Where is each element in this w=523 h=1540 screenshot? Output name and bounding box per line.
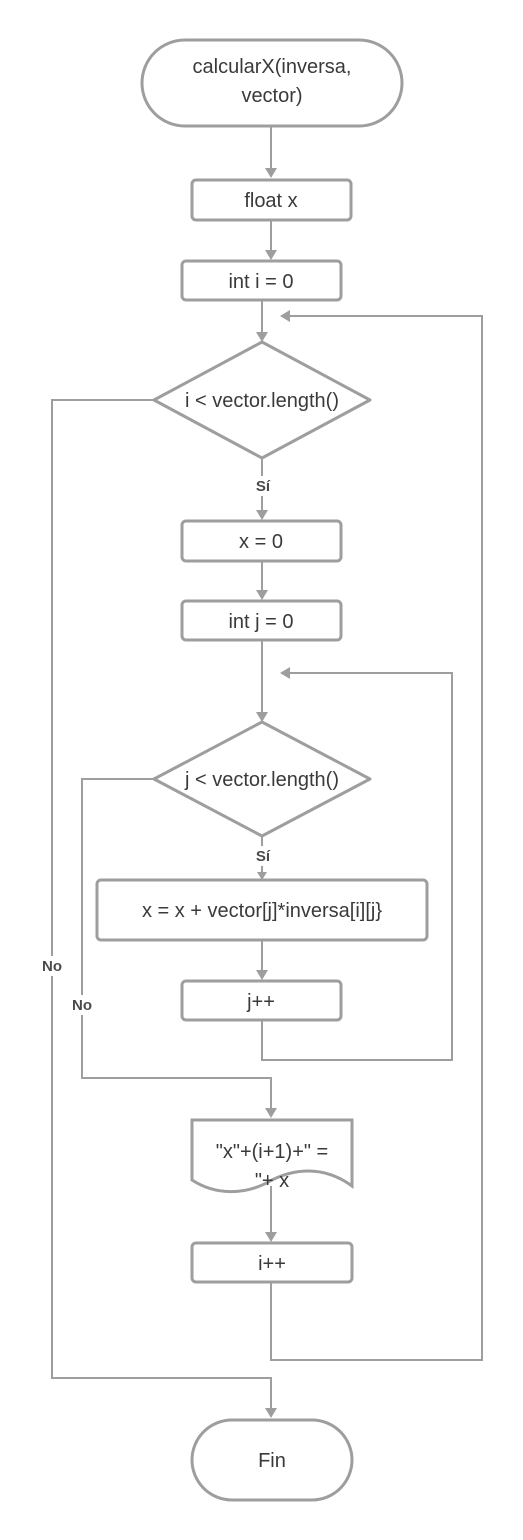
arrowhead [256, 590, 268, 600]
start-terminator: calcularX(inversa, vector) [140, 38, 404, 128]
edge-inc-i-loop [270, 315, 483, 1361]
arrowhead [265, 168, 277, 178]
edge-cond-j-no [81, 778, 272, 1108]
arrowhead [256, 332, 268, 342]
nodes: calcularX(inversa, vector) float x int i… [95, 38, 429, 1502]
process-label: x = x + vector[j]*inversa[i][j} [142, 900, 382, 922]
arrowhead [256, 712, 268, 722]
edge-label-cond-j-yes: Sí [256, 848, 271, 865]
decision-label: i < vector.length() [185, 390, 339, 412]
process-init-i: int i = 0 [180, 259, 343, 302]
document-output: "x"+(i+1)+" = "+ x [190, 1118, 354, 1194]
decision-label: j < vector.length() [184, 769, 339, 791]
arrowhead [256, 970, 268, 980]
process-label: x = 0 [239, 531, 283, 553]
process-accumulate: x = x + vector[j]*inversa[i][j} [95, 878, 429, 942]
arrowhead [257, 872, 267, 880]
edge-label-cond-i-no: No [42, 958, 62, 975]
process-float-x: float x [190, 178, 353, 222]
process-label: int j = 0 [228, 611, 293, 633]
arrowhead [280, 310, 290, 322]
process-inc-i: i++ [190, 1241, 354, 1284]
process-label: j++ [246, 991, 275, 1013]
process-reset-x: x = 0 [180, 519, 343, 563]
output-label-line1: "x"+(i+1)+" = [216, 1141, 328, 1163]
arrowhead [265, 1232, 277, 1242]
edge-label-cond-j-no: No [72, 997, 92, 1014]
process-label: int i = 0 [228, 271, 293, 293]
process-inc-j: j++ [180, 979, 343, 1022]
start-label-line2: vector) [241, 85, 302, 107]
end-label: Fin [258, 1450, 286, 1472]
process-init-j: int j = 0 [180, 599, 343, 642]
edge-inc-j-loop [261, 672, 453, 1061]
decision-cond-j: j < vector.length() [152, 720, 372, 838]
process-label: i++ [258, 1253, 286, 1275]
edge-cond-i-no [51, 399, 272, 1408]
arrowhead [280, 667, 290, 679]
arrowhead [256, 510, 268, 520]
edge-labels: Sí Sí No No [38, 476, 274, 1015]
end-terminator: Fin [190, 1418, 354, 1502]
arrowhead [265, 1408, 277, 1418]
arrowhead [265, 250, 277, 260]
start-label-line1: calcularX(inversa, [193, 56, 352, 78]
output-label-line2: "+ x [255, 1170, 289, 1192]
decision-cond-i: i < vector.length() [152, 340, 372, 460]
edge-label-cond-i-yes: Sí [256, 478, 271, 495]
arrowhead [265, 1108, 277, 1118]
process-label: float x [244, 190, 297, 212]
